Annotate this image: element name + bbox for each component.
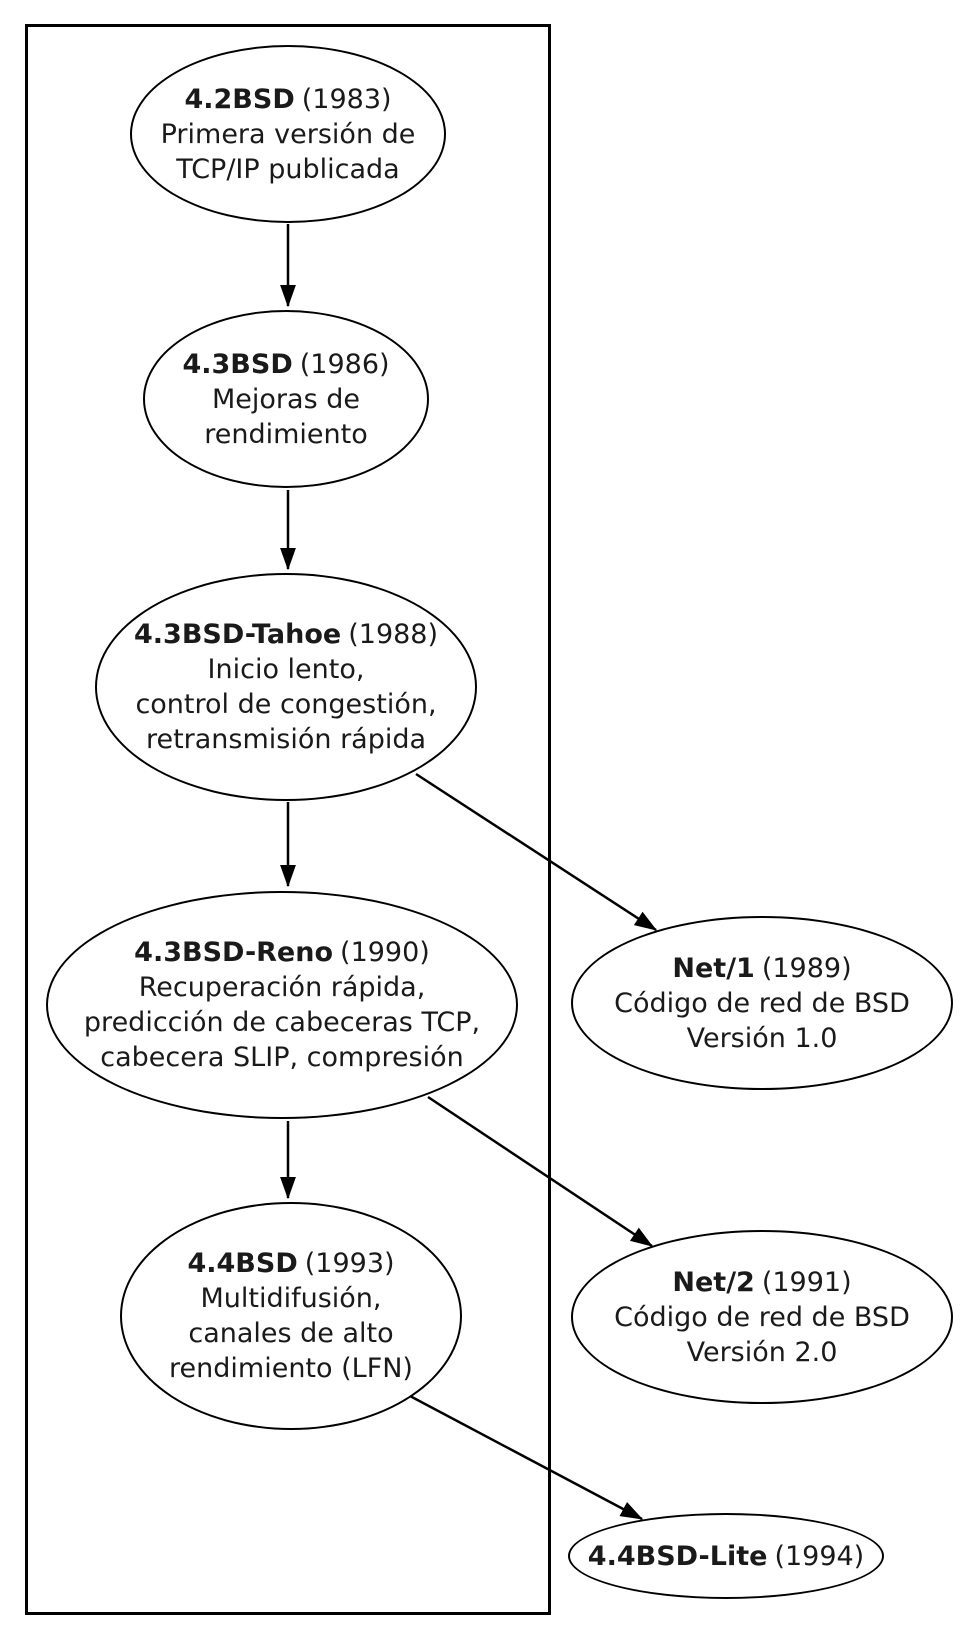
node-4-2bsd: 4.2BSD(1983) Primera versión de TCP/IP p… <box>130 45 446 223</box>
node-title-line: 4.3BSD(1986) <box>182 347 389 382</box>
node-title: Net/2 <box>672 1266 755 1298</box>
node-title: 4.4BSD <box>187 1248 298 1279</box>
node-title: Net/1 <box>672 952 755 984</box>
node-4-4bsd-lite: 4.4BSD-Lite(1994) <box>568 1513 884 1599</box>
node-title: 4.4BSD-Lite <box>587 1540 768 1572</box>
node-title-line: 4.4BSD(1993) <box>187 1246 394 1281</box>
node-title: 4.3BSD-Reno <box>134 937 334 968</box>
node-4-3bsd-reno: 4.3BSD-Reno(1990) Recuperación rápida, p… <box>46 891 518 1119</box>
node-year: (1989) <box>761 952 852 984</box>
node-year: (1983) <box>301 83 392 115</box>
node-year: (1988) <box>348 619 439 650</box>
node-title: 4.3BSD-Tahoe <box>133 619 342 650</box>
node-desc-line: Inicio lento, <box>207 654 365 685</box>
node-desc-line: retransmisión rápida <box>145 724 427 755</box>
node-year: (1994) <box>774 1540 865 1572</box>
node-4-3bsd: 4.3BSD(1986) Mejoras de rendimiento <box>143 310 429 488</box>
node-desc-line: rendimiento (LFN) <box>169 1353 413 1384</box>
node-title-line: 4.2BSD(1983) <box>184 82 391 117</box>
node-title: 4.2BSD <box>184 83 295 115</box>
node-year: (1990) <box>340 937 430 968</box>
node-desc-line: Mejoras de <box>212 383 360 415</box>
node-net1: Net/1(1989) Código de red de BSD Versión… <box>571 916 953 1090</box>
node-desc-line: Multidifusión, <box>200 1283 382 1314</box>
node-desc-line: rendimiento <box>204 418 368 450</box>
node-year: (1986) <box>299 348 390 380</box>
node-title-line: Net/2(1991) <box>672 1265 851 1300</box>
node-desc-line: cabecera SLIP, compresión <box>100 1042 464 1073</box>
node-desc-line: predicción de cabeceras TCP, <box>83 1007 481 1038</box>
node-desc-line: Versión 1.0 <box>686 1022 838 1054</box>
node-desc-line: Primera versión de <box>160 118 416 150</box>
node-title: 4.3BSD <box>182 348 293 380</box>
node-desc-line: canales de alto <box>188 1318 394 1349</box>
node-net2: Net/2(1991) Código de red de BSD Versión… <box>571 1230 953 1404</box>
node-desc-line: control de congestión, <box>135 689 437 720</box>
node-year: (1993) <box>304 1248 395 1279</box>
node-title-line: Net/1(1989) <box>672 951 851 986</box>
node-title-line: 4.3BSD-Tahoe(1988) <box>134 617 438 652</box>
node-desc-line: Código de red de BSD <box>614 1301 910 1333</box>
node-title-line: 4.4BSD-Lite(1994) <box>588 1539 864 1574</box>
node-title-line: 4.3BSD-Reno(1990) <box>134 935 430 970</box>
node-desc-line: Código de red de BSD <box>614 987 910 1019</box>
node-year: (1991) <box>761 1266 852 1298</box>
node-desc-line: TCP/IP publicada <box>176 153 400 185</box>
node-4-4bsd: 4.4BSD(1993) Multidifusión, canales de a… <box>120 1202 462 1430</box>
node-desc-line: Versión 2.0 <box>686 1336 838 1368</box>
node-4-3bsd-tahoe: 4.3BSD-Tahoe(1988) Inicio lento, control… <box>95 573 477 801</box>
node-desc-line: Recuperación rápida, <box>138 972 426 1003</box>
